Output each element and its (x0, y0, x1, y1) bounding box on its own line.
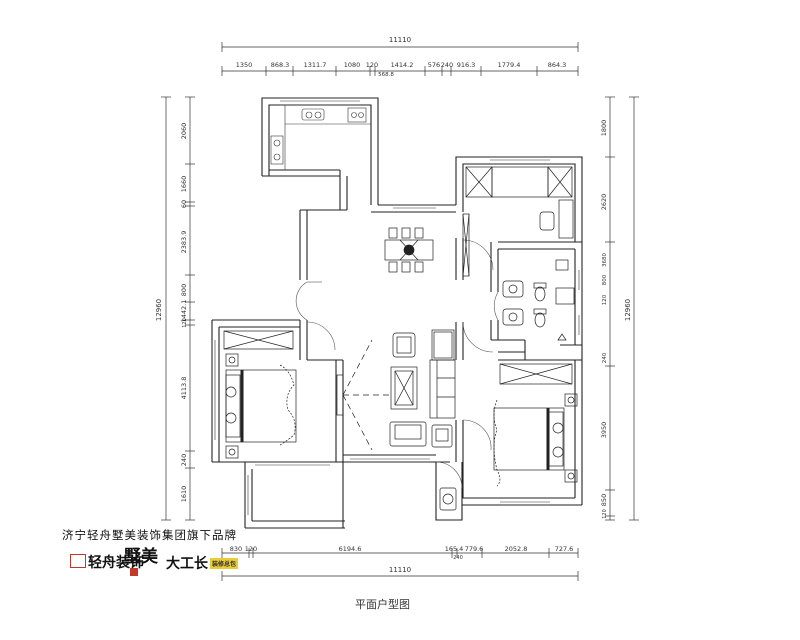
kitchen-fixtures (270, 105, 371, 170)
right-total-dim: 12960 (624, 299, 632, 321)
bottom-dim-7: 727.6 (555, 545, 574, 553)
top-dimension-lines (221, 42, 579, 76)
washer-fixture (439, 487, 457, 511)
top-dim-2: 868.3 (271, 61, 290, 69)
right-dim-1: 1800 (600, 120, 608, 137)
dagongzhang-tag: 装修总包 (210, 558, 239, 569)
right-dim-5: 120 (602, 509, 608, 519)
top-dim-11: 864.3 (548, 61, 567, 69)
top-segment-labels: 1350 868.3 1311.7 1080 120 1414.2 576 24… (236, 61, 567, 78)
right-small-2: 800 (602, 274, 608, 285)
left-dim-8: 240 (180, 454, 188, 466)
top-dim-1: 1350 (236, 61, 253, 69)
top-total-dim: 11110 (389, 36, 411, 44)
right-dim-4: 850 (600, 494, 608, 506)
dagongzhang-logo-text: 大工长 (166, 556, 208, 572)
top-dim-7: 576 (428, 61, 440, 69)
left-bedroom-furniture (223, 330, 297, 459)
left-dimension-lines (161, 96, 195, 521)
left-dim-7: 4113.8 (180, 377, 188, 400)
qingzhou-logo-text: 轻舟装饰 (88, 555, 144, 571)
right-segment-labels: 1800 2620 3680 800 120 240 3950 850 120 (600, 120, 608, 519)
shumei-logo-text: 墅美 (124, 547, 158, 567)
qingzhou-logo-mark (70, 554, 86, 568)
left-segment-labels: 2060 1660 60 2383.9 800 1442.1 120 4113.… (180, 123, 188, 503)
plan-caption: 平面户型图 (355, 598, 410, 611)
top-dim-6: 1414.2 (391, 61, 414, 69)
right-dim-3: 3950 (600, 422, 608, 439)
dining-table (384, 227, 434, 273)
top-dim-5: 120 (366, 61, 378, 69)
shumei-logo: 墅美 (124, 542, 158, 576)
left-total-dim: 12960 (155, 299, 163, 321)
left-dim-2: 1660 (180, 176, 188, 193)
left-dim-4: 2383.9 (180, 231, 188, 254)
bottom-dimension-lines (221, 548, 579, 581)
left-dim-5: 800 (180, 284, 188, 296)
left-dim-6: 1442.1 (180, 300, 188, 323)
bottom-dim-6: 2052.8 (505, 545, 528, 553)
windows (211, 97, 583, 515)
top-dim-3: 1311.7 (304, 61, 327, 69)
qingzhou-logo: 轻舟装饰 (70, 552, 144, 572)
right-small-1: 3680 (602, 253, 608, 267)
bottom-segment-labels: 830 120 6194.6 165.4 779.6 2052.8 727.6 … (230, 545, 574, 561)
bottom-sub-dim: 240 (453, 555, 463, 561)
right-dimension-lines (605, 96, 639, 521)
left-dim-3: 60 (180, 200, 188, 208)
right-bedroom-furniture (493, 363, 578, 487)
left-dim-9: 1610 (180, 486, 188, 503)
study-furniture (462, 166, 574, 277)
bottom-dim-2: 120 (245, 545, 257, 553)
bottom-dim-1: 830 (230, 545, 242, 553)
top-dim-8: 240 (441, 61, 453, 69)
right-small-4: 240 (602, 352, 608, 363)
bottom-dim-4: 165.4 (445, 545, 464, 553)
bottom-dim-3: 6194.6 (339, 545, 362, 553)
top-sub-dim: 568.8 (378, 72, 394, 78)
left-sub-dim: 120 (182, 318, 188, 328)
left-dim-1: 2060 (180, 123, 188, 140)
top-dim-4: 1080 (344, 61, 361, 69)
walls (211, 97, 583, 529)
top-dim-9: 916.3 (457, 61, 476, 69)
dagongzhang-logo: 大工长装修总包 (166, 553, 239, 573)
bottom-dim-5: 779.6 (465, 545, 484, 553)
top-dim-10: 1779.4 (498, 61, 521, 69)
right-small-3: 120 (602, 294, 608, 305)
bathroom-fixtures (502, 259, 575, 341)
shumei-seal-icon (130, 568, 138, 576)
bottom-total-dim: 11110 (389, 566, 411, 574)
company-name: 济宁轻舟墅美装饰集团旗下品牌 (62, 528, 237, 542)
living-furniture (336, 329, 456, 451)
right-dim-2: 2620 (600, 194, 608, 211)
door-swings (295, 239, 499, 489)
